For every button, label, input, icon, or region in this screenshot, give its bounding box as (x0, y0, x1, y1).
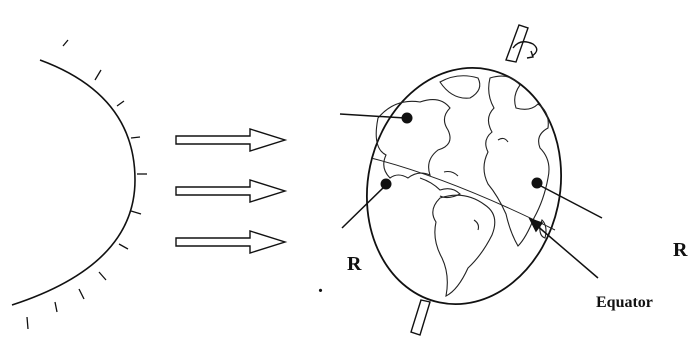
hollow-arrow-icon (175, 128, 288, 152)
sun (11, 39, 147, 330)
globe-outline (365, 67, 563, 305)
point-marker-north (401, 112, 413, 124)
pointer-lines (339, 113, 603, 279)
label-dot: . (318, 275, 323, 297)
arrowhead-icon (528, 217, 544, 233)
hollow-arrow-icon (175, 230, 288, 254)
pointer-line-right (538, 184, 603, 219)
label-r-right: R (673, 239, 688, 261)
sun-outline (11, 59, 136, 306)
pointer-line-north (339, 113, 406, 119)
label-equator: Equator (596, 294, 653, 311)
rotation-arrow-icon (512, 41, 538, 59)
point-marker-right (531, 177, 543, 189)
label-r-left: R (347, 253, 362, 275)
hollow-arrow-icon (175, 179, 288, 203)
pointer-line-equator (534, 223, 599, 279)
continents (375, 75, 550, 297)
sun-rays-icon (26, 39, 147, 330)
equator-line (370, 157, 556, 231)
ray-arrows (175, 128, 288, 254)
earth-globe (365, 67, 563, 305)
pointer-line-left (341, 186, 385, 229)
